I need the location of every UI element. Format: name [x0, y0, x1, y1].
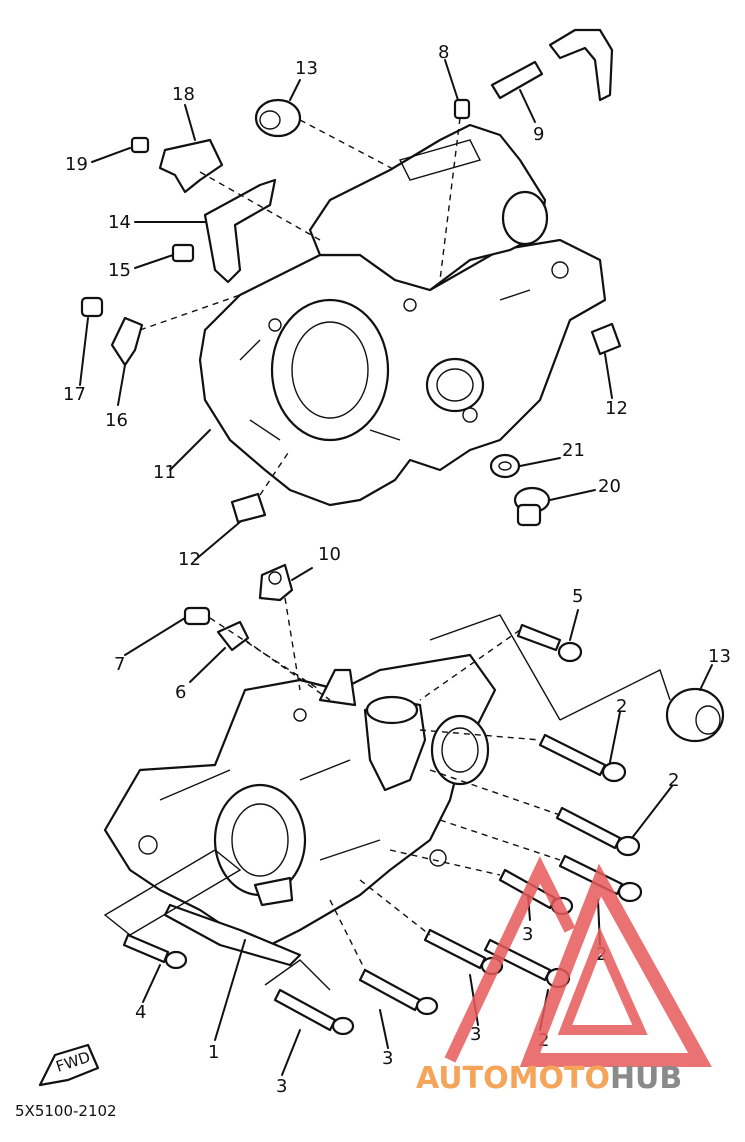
callout-7: 7 — [114, 654, 125, 675]
callout-2-b: 2 — [668, 770, 679, 791]
watermark-text: AUTOMOTOHUB — [416, 1061, 682, 1096]
callout-19: 19 — [65, 154, 88, 175]
callout-20: 20 — [598, 476, 621, 497]
crankcase-right-half — [103, 653, 497, 967]
watermark-text-a: AUTOMOTO — [416, 1061, 610, 1096]
callout-8: 8 — [438, 42, 449, 63]
callout-numbers: 13 8 9 18 19 14 15 17 16 11 12 12 21 20 … — [63, 42, 731, 1097]
callout-16: 16 — [105, 410, 128, 431]
callout-5: 5 — [572, 586, 583, 607]
callout-14: 14 — [108, 212, 131, 233]
watermark-logo-icon — [444, 856, 712, 1067]
callout-2-a: 2 — [616, 696, 627, 717]
upper-leader-lines — [79, 59, 613, 561]
fwd-arrow-icon: FWD — [38, 1043, 100, 1087]
callout-3-d: 3 — [276, 1076, 287, 1097]
callout-3-c: 3 — [382, 1048, 393, 1069]
callout-18: 18 — [172, 84, 195, 105]
watermark-text-b: HUB — [610, 1061, 682, 1096]
callout-3-a: 3 — [522, 924, 533, 945]
callout-17: 17 — [63, 384, 86, 405]
callout-13-upper: 13 — [295, 58, 318, 79]
crankcase-left-half — [198, 123, 607, 507]
callout-12-left: 12 — [178, 549, 201, 570]
callout-11: 11 — [153, 462, 176, 483]
callout-13-lower: 13 — [708, 646, 731, 667]
upper-small-parts — [80, 28, 622, 527]
callout-4: 4 — [135, 1002, 146, 1023]
callout-10: 10 — [318, 544, 341, 565]
callout-15: 15 — [108, 260, 131, 281]
callout-21: 21 — [562, 440, 585, 461]
callout-6: 6 — [175, 682, 186, 703]
callout-3-b: 3 — [470, 1024, 481, 1045]
callout-12-right: 12 — [605, 398, 628, 419]
callout-9: 9 — [533, 124, 544, 145]
callout-1: 1 — [208, 1042, 219, 1063]
part-code: 5X5100-2102 — [15, 1102, 117, 1120]
